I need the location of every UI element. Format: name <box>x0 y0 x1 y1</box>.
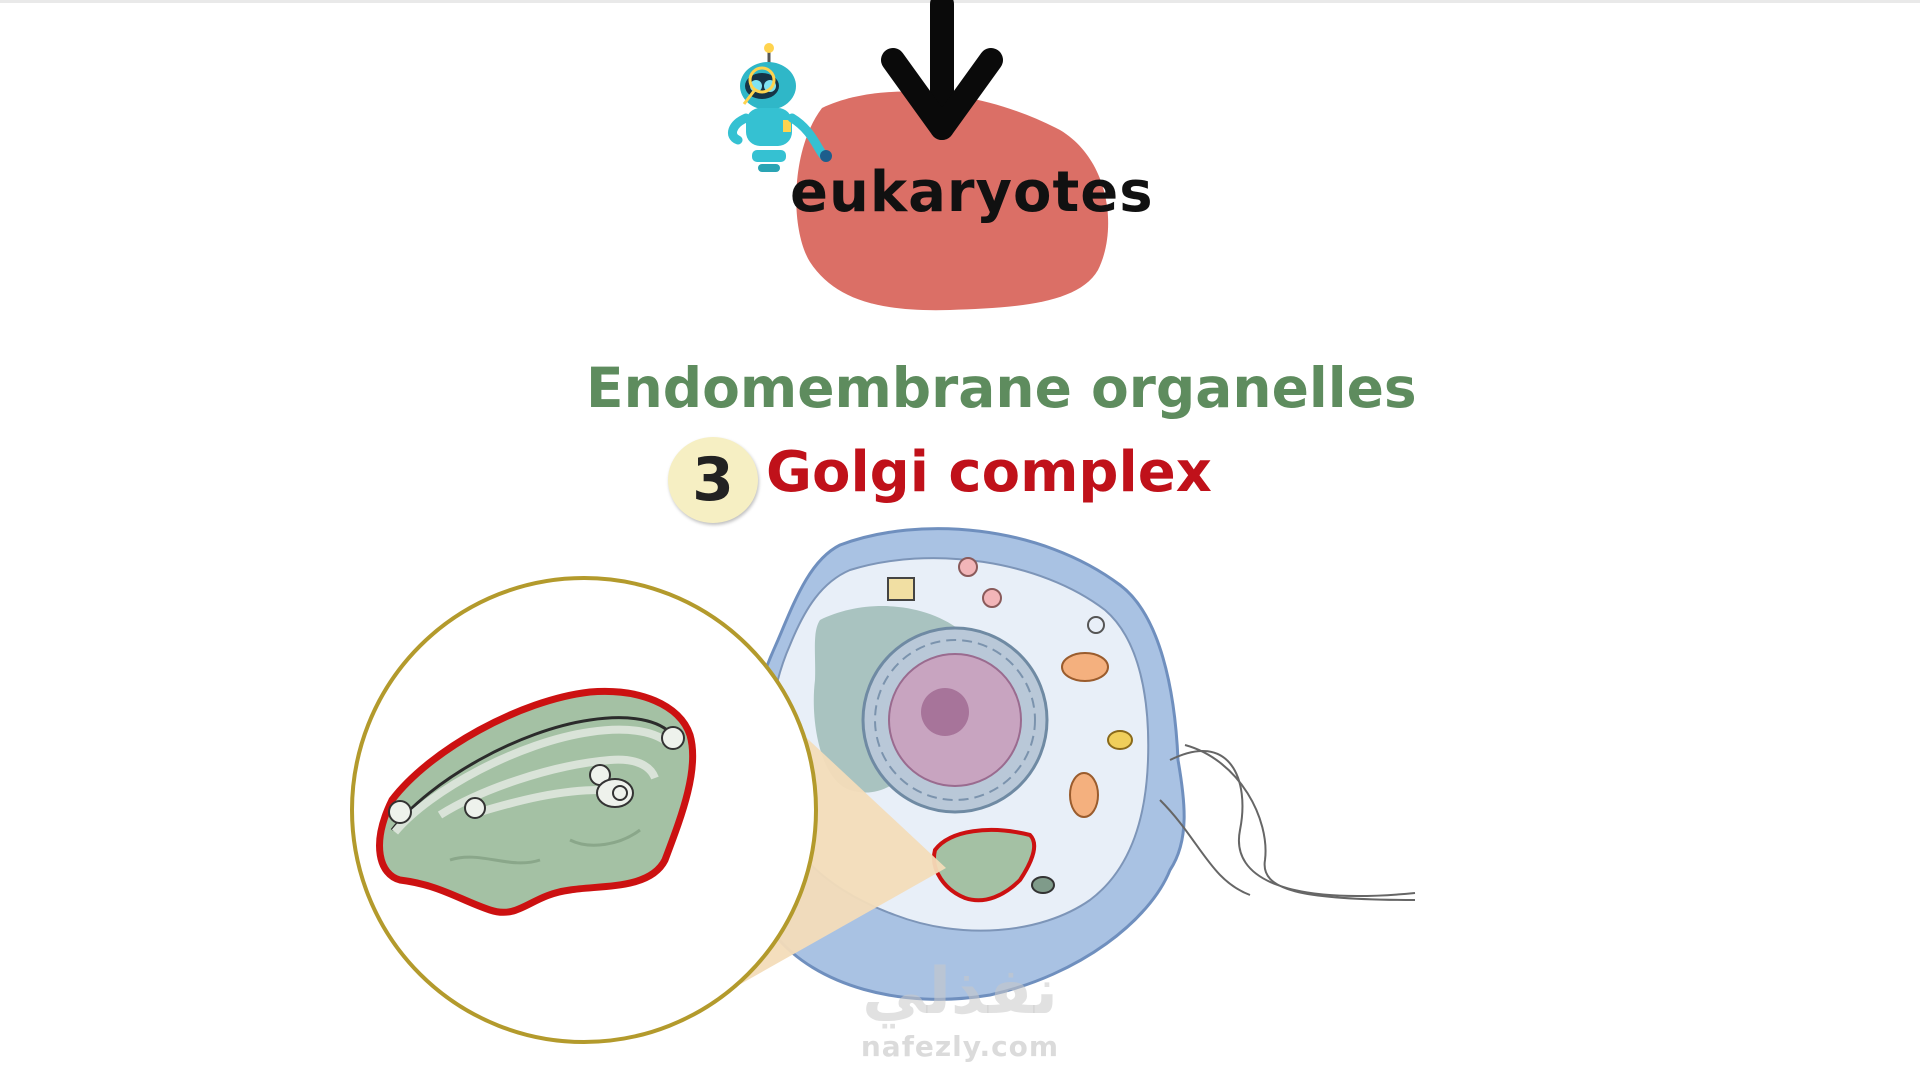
watermark-logo: نفذلي <box>862 955 1058 1029</box>
step-number-badge: 3 <box>668 437 758 523</box>
step-title: Golgi complex <box>766 440 1212 505</box>
down-arrow-icon <box>881 0 1003 140</box>
watermark-url: nafezly.com <box>860 1030 1060 1063</box>
robot-mascot-icon <box>728 43 832 172</box>
top-divider <box>0 0 1920 3</box>
mitochondrion <box>1061 652 1109 682</box>
cell-illustration <box>737 527 1416 1001</box>
title-blob <box>796 91 1109 311</box>
golgi-magnified <box>376 687 697 916</box>
section-title: Endomembrane organelles <box>586 356 1417 420</box>
nucleolus <box>921 688 969 736</box>
blob-label: eukaryotes <box>790 160 1154 225</box>
golgi-in-cell <box>932 828 1037 903</box>
